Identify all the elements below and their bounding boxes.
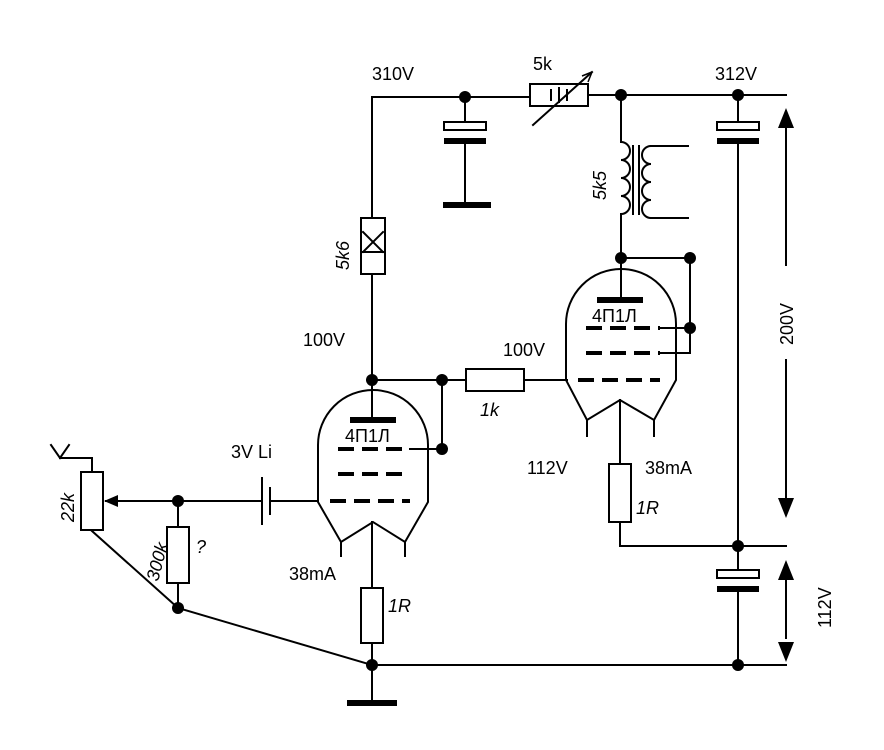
top-rail (371, 94, 787, 219)
label-112v-cathode: 112V (527, 458, 568, 478)
label-100v-right: 100V (503, 340, 545, 360)
bypass-capacitor-bottom (716, 545, 760, 665)
grid-resistor-unknown (166, 500, 190, 609)
output-transformer (619, 94, 689, 259)
label-310v: 310V (372, 64, 414, 84)
label-unknown-resistor: ? (196, 537, 206, 557)
label-1k: 1k (480, 400, 500, 420)
filter-capacitor-right (716, 94, 760, 571)
label-5k5: 5k5 (590, 170, 610, 200)
tube-left (317, 379, 443, 589)
variable-resistor-5k (529, 70, 594, 127)
label-bias-battery: 3V Li (231, 442, 272, 462)
bias-battery (261, 477, 319, 525)
label-200v: 200V (777, 303, 797, 345)
input-potentiometer-22k (49, 443, 263, 531)
filter-capacitor-left (443, 96, 491, 208)
label-1r-right: 1R (636, 498, 659, 518)
label-112v-side: 112V (815, 587, 835, 628)
label-22k: 22k (58, 492, 78, 523)
voltage-dimension-arrows (778, 108, 794, 662)
anode-resistor-5k6 (360, 217, 386, 381)
label-5k6: 5k6 (333, 240, 353, 270)
label-5k: 5k (533, 54, 553, 74)
interstage-wiring (371, 368, 568, 392)
label-tube-left: 4П1Л (345, 426, 390, 446)
junction-dots (172, 89, 744, 671)
label-1r-left: 1R (388, 596, 411, 616)
cathode-resistor-left (360, 587, 384, 701)
cathode-resistor-right (608, 463, 787, 547)
label-tube-right: 4П1Л (592, 306, 637, 326)
tube-right (565, 257, 691, 465)
label-38ma-right: 38mA (645, 458, 692, 478)
ground-rail (90, 529, 787, 706)
label-312v: 312V (715, 64, 757, 84)
label-100v-left: 100V (303, 330, 345, 350)
label-38ma-left: 38mA (289, 564, 336, 584)
